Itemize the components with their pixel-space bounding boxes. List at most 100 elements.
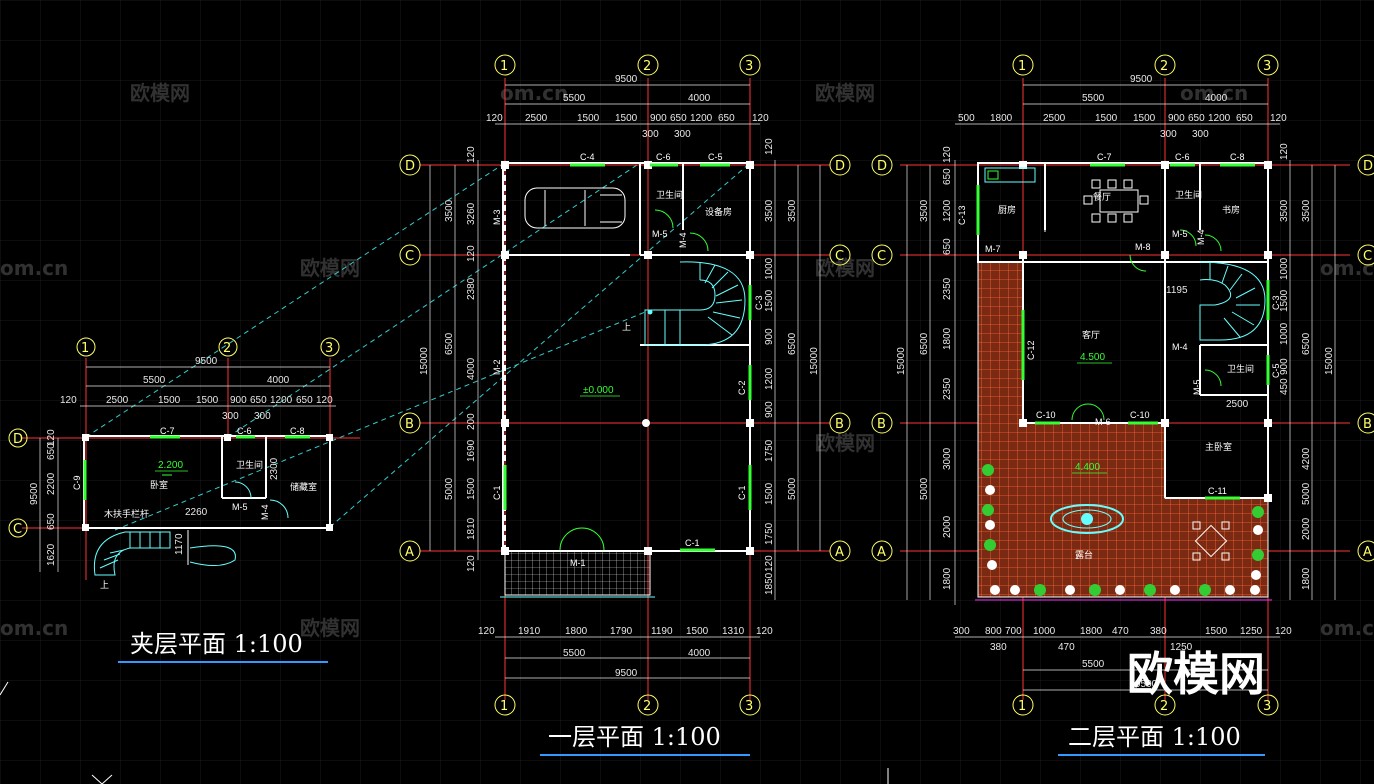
axis-bubble-2: 2: [223, 341, 231, 356]
dim-seg: 120: [60, 395, 77, 406]
dim-seg: 3500: [444, 199, 455, 222]
dim-seg: 650: [1188, 113, 1205, 124]
dim-seg: 1195: [1166, 285, 1188, 296]
axis-bubble-c: C: [877, 249, 886, 264]
dim-seg: 2500: [106, 395, 129, 406]
dim-seg: 120: [942, 146, 953, 163]
dim-seg: 5000: [919, 477, 930, 500]
dim-seg: 120: [478, 626, 495, 637]
dim-seg: 4000: [466, 357, 477, 380]
dim-seg: 3260: [466, 202, 477, 225]
room-label-bathroom: 卫生间: [1227, 363, 1254, 375]
window-tag-c4: C-4: [580, 152, 595, 162]
dim-seg: 120: [1279, 143, 1290, 160]
door-tag-m3: M-3: [492, 210, 502, 226]
dim-seg: 2350: [942, 377, 953, 400]
axis-bubble-b: B: [1363, 417, 1372, 432]
dim-seg: 650: [250, 395, 267, 406]
door-tag-m5: M-5: [652, 229, 668, 239]
axis-bubble-3: 3: [1263, 699, 1271, 714]
window-tag-c1: C-1: [492, 485, 502, 500]
door-tag-m1: M-1: [570, 558, 586, 568]
axis-bubble-d: D: [835, 159, 845, 174]
window-tag-c3: C-3: [754, 295, 764, 310]
dim-seg: 3500: [1301, 199, 1312, 222]
dim-seg: 1500: [1205, 626, 1228, 637]
dim-seg: 1800: [565, 626, 588, 637]
dim-seg: 120: [752, 113, 769, 124]
dim-seg: 120: [316, 395, 333, 406]
dim-seg: 2500: [1043, 113, 1066, 124]
dim-seg: 300: [953, 626, 970, 637]
room-label-storage: 储藏室: [290, 481, 317, 493]
dim-seg: 4200: [1301, 447, 1312, 470]
watermark: 欧模网: [815, 256, 875, 280]
dim-seg: 120: [764, 555, 775, 572]
mezzanine-plan: 1 2 3 D C 9500 5500 4000 120 2500 1500 1…: [8, 337, 360, 663]
dim-seg: 1310: [722, 626, 745, 637]
dim-seg: 1500: [577, 113, 600, 124]
dim-seg: 1500: [1133, 113, 1156, 124]
dim-seg: 5000: [444, 477, 455, 500]
dim-seg: 300: [674, 129, 691, 140]
watermark: 欧模网: [300, 616, 360, 640]
dim-seg: 200: [466, 413, 477, 430]
window-tag-c8: C-8: [1230, 152, 1245, 162]
dim-seg: 1250: [1240, 626, 1263, 637]
axis-bubble-1: 1: [500, 59, 508, 74]
dim-seg: 900: [1168, 113, 1185, 124]
dim-seg: 1000: [1279, 322, 1290, 345]
dim-seg: 1250: [1170, 642, 1193, 653]
dim-seg: 2380: [466, 277, 477, 300]
title-first-floor-plan: 一层平面 1:100: [548, 723, 721, 751]
door-tag-m4: M-4: [678, 233, 688, 249]
dim-seg: 1170: [174, 533, 185, 555]
axis-bubble-b: B: [835, 417, 844, 432]
dim-seg: 1800: [942, 327, 953, 350]
dim-seg: 1800: [1080, 626, 1103, 637]
axis-bubble-a: A: [877, 545, 886, 560]
axis-bubble-1: 1: [500, 699, 508, 714]
axis-bubble-1: 1: [1018, 699, 1026, 714]
room-label-master: 主卧室: [1205, 441, 1232, 453]
dim-seg: 900: [230, 395, 247, 406]
brand-logo: 欧模网: [1127, 647, 1265, 701]
window-tag-c5: C-5: [708, 152, 723, 162]
watermark: 欧模网: [815, 431, 875, 455]
dim-total-height: 15000: [809, 347, 820, 375]
dim-seg: 1620: [46, 543, 57, 566]
ucs-icon: [0, 681, 113, 784]
dim-seg: 300: [642, 129, 659, 140]
dim-seg: 1500: [1279, 289, 1290, 312]
axis-bubble-b: B: [877, 417, 886, 432]
room-label-bathroom: 卫生间: [656, 189, 683, 201]
axis-bubble-3: 3: [745, 699, 753, 714]
dim-total-width: 9500: [195, 356, 218, 367]
door-tag-m5: M-5: [1192, 380, 1202, 396]
axis-bubble-d: D: [1363, 159, 1373, 174]
level-first-floor: ±0.000: [583, 385, 614, 396]
dim-seg: 1200: [690, 113, 713, 124]
dim-seg: 2260: [185, 507, 208, 518]
second-floor-plan: 1 2 3 1 2 3 D C B A D C B A 9500 5500 40…: [871, 54, 1374, 756]
door-tag-m5: M-5: [232, 502, 248, 512]
axis-bubble-d: D: [877, 159, 887, 174]
window-tag-c1: C-1: [737, 485, 747, 500]
axis-bubble-d: D: [405, 159, 415, 174]
dim-total-height: 15000: [896, 347, 907, 375]
axis-bubble-d: D: [13, 432, 23, 447]
dim-seg: 900: [1279, 358, 1290, 375]
dim-seg: 300: [1160, 129, 1177, 140]
axis-bubble-c: C: [835, 249, 844, 264]
window-tag-c5: C-5: [1271, 363, 1281, 378]
dim-seg: 2000: [942, 515, 953, 538]
dim-seg: 120: [756, 626, 773, 637]
dim-seg: 1500: [686, 626, 709, 637]
dim-seg: 5000: [1301, 482, 1312, 505]
dim-seg: 1200: [764, 367, 775, 390]
watermarks: 欧模网 欧模网 欧模网 欧模网 欧模网 欧模网 om.cn om.cn om.c…: [0, 81, 1374, 640]
door-tag-m8: M-8: [1135, 242, 1151, 252]
watermark: 欧模网: [815, 81, 875, 105]
room-label-dining: 餐厅: [1093, 191, 1111, 203]
